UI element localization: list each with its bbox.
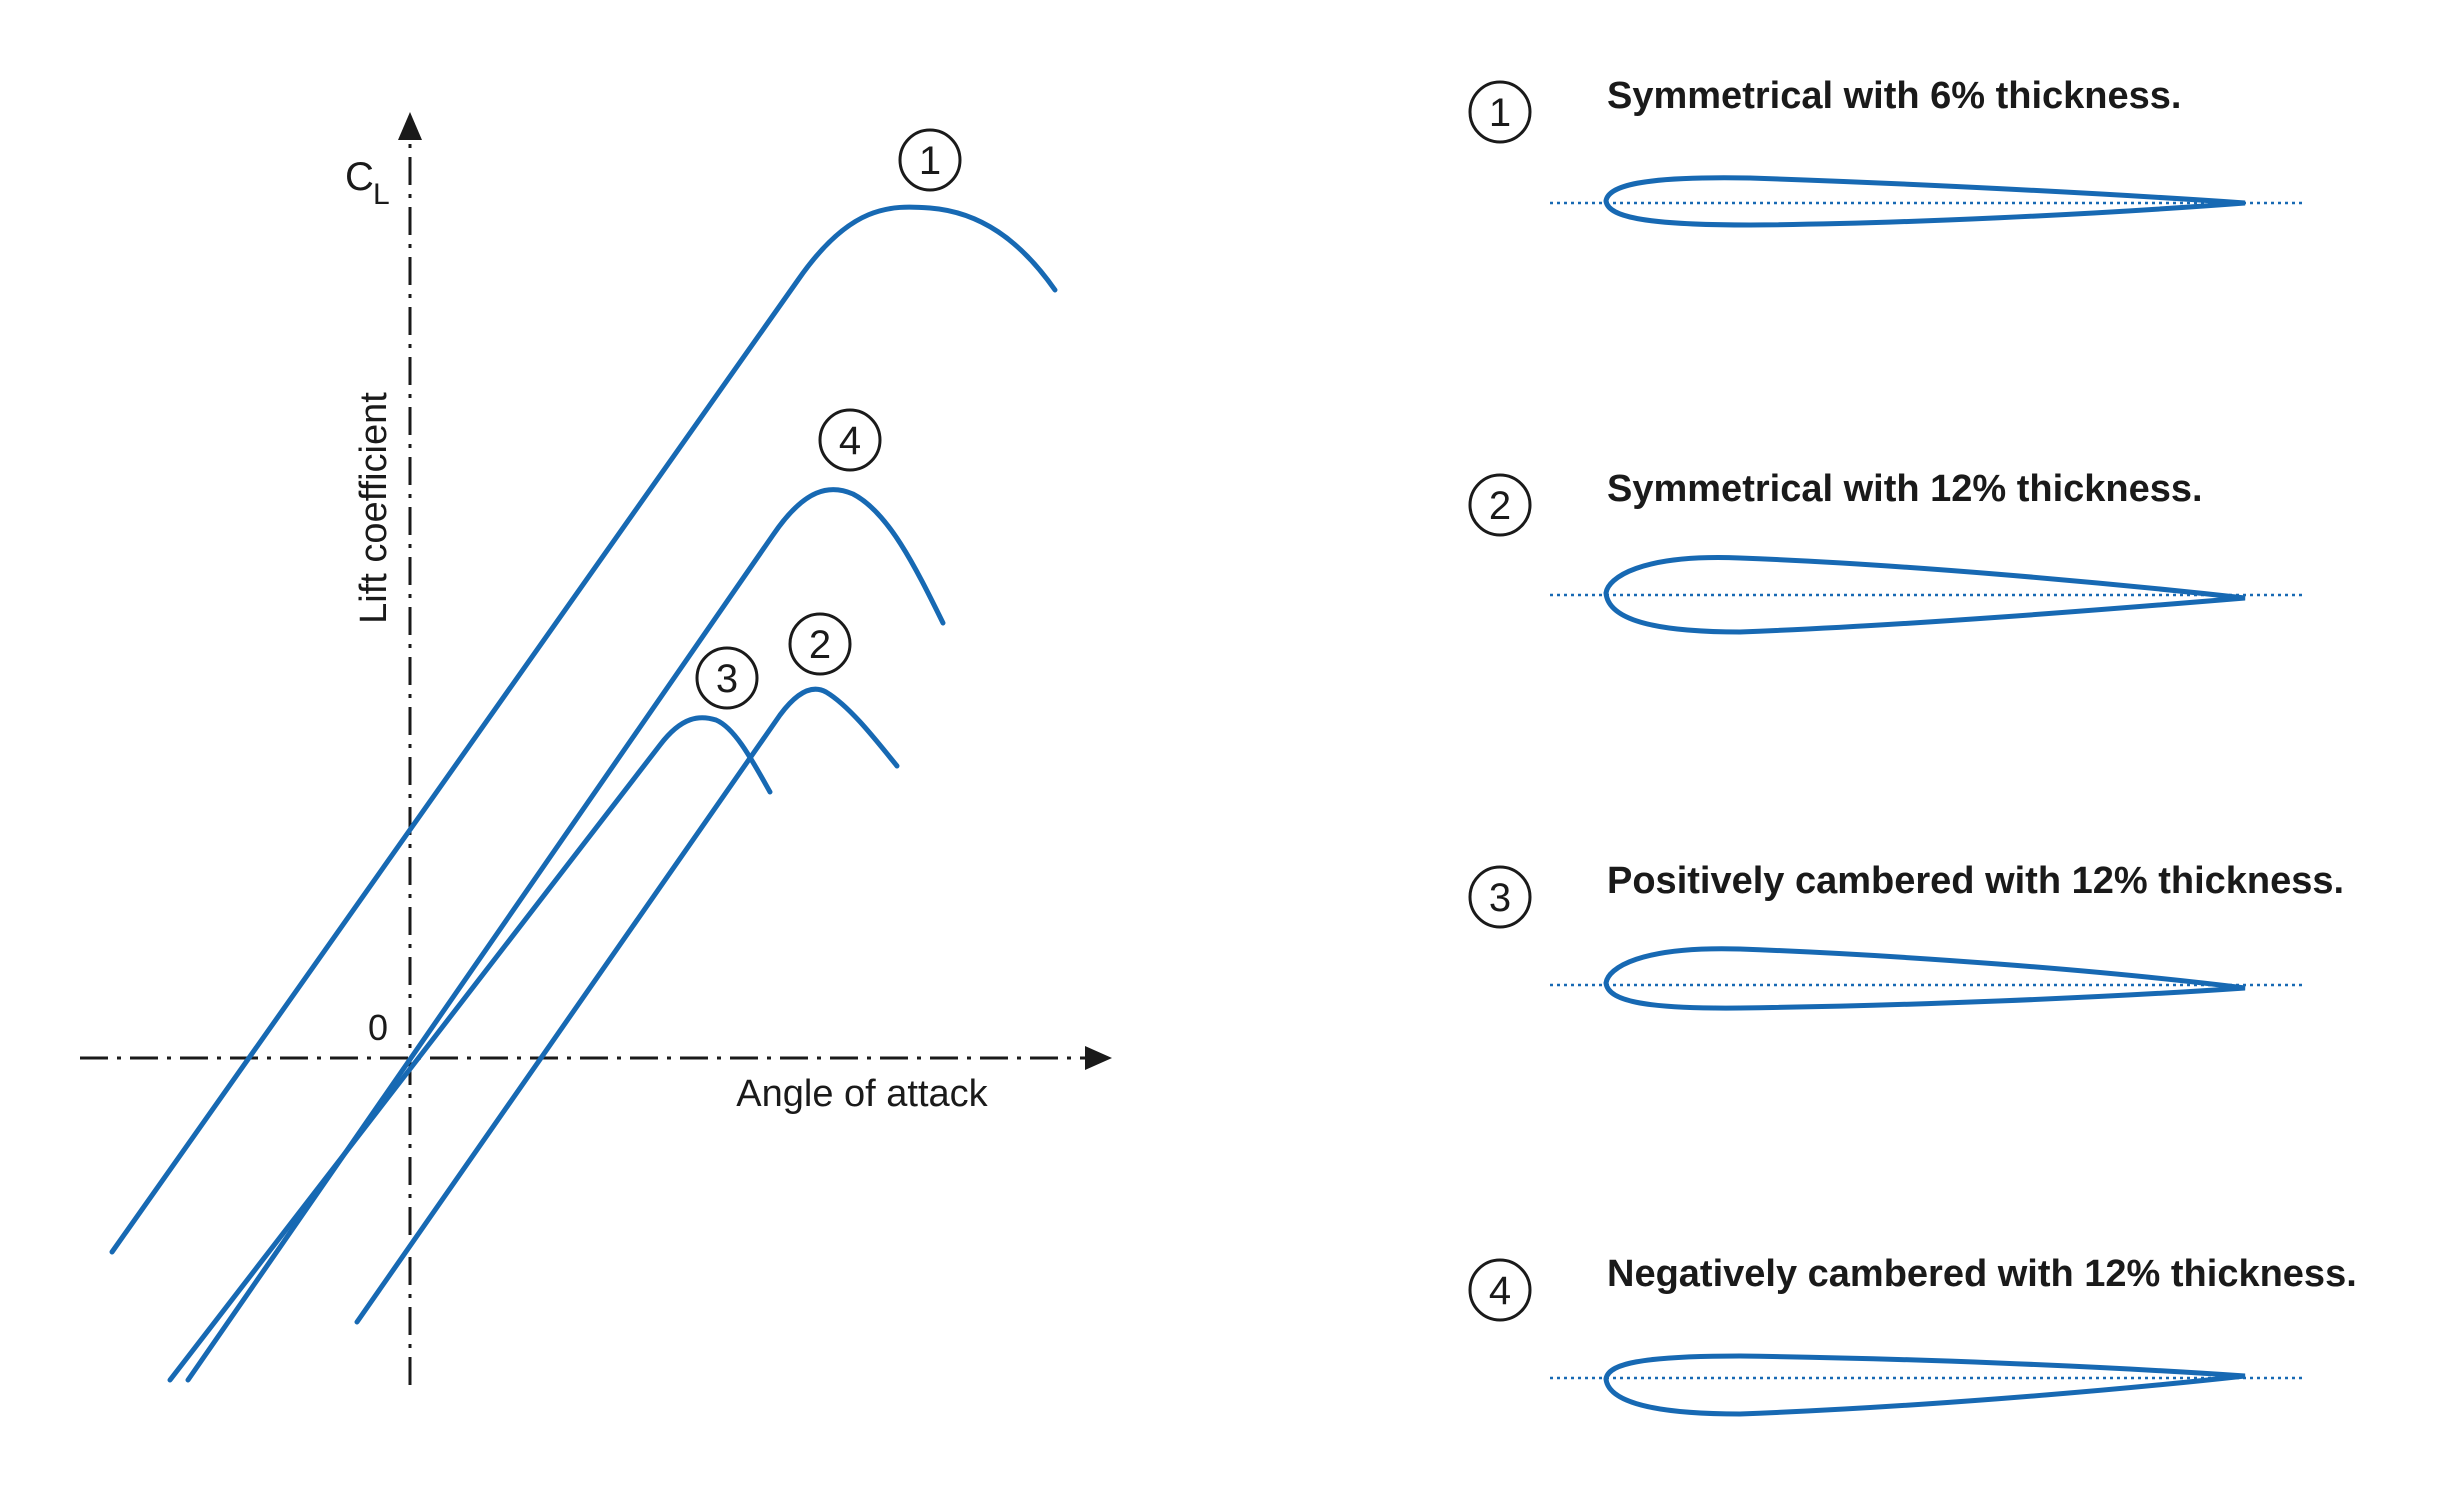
svg-text:2: 2 (1489, 484, 1511, 528)
svg-text:3: 3 (1489, 876, 1511, 920)
svg-text:1: 1 (1489, 91, 1511, 135)
curve-tag-3: 3 (695, 646, 759, 710)
legend-item-2: 2 Symmetrical with 12% thickness. (1468, 468, 2305, 635)
axes: C L Lift coefficient 0 Angle of attack (80, 112, 1112, 1385)
legend-text-1: Symmetrical with 6% thickness. (1607, 75, 2181, 117)
legend-text-4: Negatively cambered with 12% thickness. (1607, 1253, 2357, 1295)
svg-text:3: 3 (716, 657, 738, 701)
legend-text-3: Positively cambered with 12% thickness. (1607, 860, 2344, 902)
legend-tag-1 (1468, 80, 1532, 144)
svg-text:2: 2 (809, 623, 831, 667)
curve-1 (109, 204, 1058, 1255)
legend: 1 Symmetrical with 6% thickness. 2 Symme… (1468, 75, 2357, 1417)
curve-3 (167, 715, 773, 1383)
y-axis-symbol: C (345, 155, 374, 199)
curve-tag-1: 1 (898, 128, 962, 192)
airfoil-1 (1603, 175, 2246, 228)
x-axis-arrow (1085, 1046, 1112, 1070)
airfoil-3 (1603, 946, 2246, 1011)
origin-label: 0 (368, 1007, 388, 1048)
legend-item-1: 1 Symmetrical with 6% thickness. (1468, 75, 2305, 228)
legend-item-4: 4 Negatively cambered with 12% thickness… (1468, 1253, 2357, 1417)
y-axis-subscript: L (373, 178, 390, 211)
y-axis-label: Lift coefficient (353, 392, 395, 624)
curve-2 (354, 686, 900, 1325)
legend-tag-3 (1468, 865, 1532, 929)
airfoil-4 (1603, 1353, 2246, 1417)
legend-item-3: 3 Positively cambered with 12% thickness… (1468, 860, 2344, 1011)
legend-tag-4 (1468, 1258, 1532, 1322)
svg-text:1: 1 (919, 139, 941, 183)
curve-4 (185, 487, 946, 1383)
curves (109, 204, 1058, 1383)
curve-tags: 1 4 2 3 (695, 128, 962, 710)
svg-text:4: 4 (1489, 1269, 1511, 1313)
curve-tag-4: 4 (818, 408, 882, 472)
y-axis-arrow (398, 112, 422, 140)
legend-text-2: Symmetrical with 12% thickness. (1607, 468, 2203, 510)
svg-text:4: 4 (839, 419, 861, 463)
curve-tag-2: 2 (788, 612, 852, 676)
legend-tag-2 (1468, 473, 1532, 537)
x-axis-label: Angle of attack (736, 1073, 988, 1115)
airfoil-2 (1603, 555, 2246, 635)
